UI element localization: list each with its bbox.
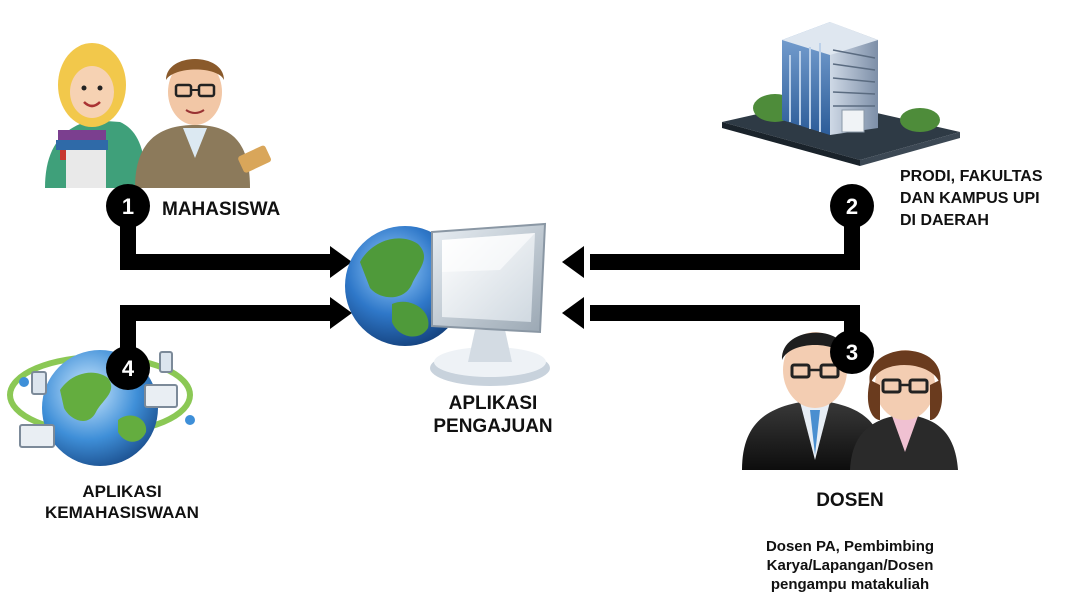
- kemahasiswaan-label: APLIKASI KEMAHASISWAAN: [22, 481, 222, 523]
- badge-3-number: 3: [846, 340, 858, 365]
- arrow-head-left-top: [562, 246, 584, 278]
- prodi-label-line-3: DI DAERAH: [900, 212, 989, 229]
- computer-globe-icon: [345, 222, 550, 386]
- dosen-label: DOSEN: [816, 490, 884, 511]
- dosen-description-line-3: pengampu matakuliah: [770, 576, 930, 593]
- dosen-description-line-2: Karya/Lapangan/Dosen: [766, 557, 934, 574]
- arrow-head-right-bottom: [330, 297, 352, 329]
- prodi-label-line-1: PRODI, FAKULTAS: [900, 168, 1043, 185]
- students-icon: [45, 43, 271, 188]
- dosen-description: Dosen PA, Pembimbing Karya/Lapangan/Dose…: [740, 537, 960, 594]
- building-icon: [722, 22, 960, 166]
- badge-4-number: 4: [122, 356, 135, 381]
- kemahasiswaan-label-line-2: KEMAHASISWAAN: [45, 503, 199, 522]
- prodi-label: PRODI, FAKULTAS DAN KAMPUS UPI DI DAERAH: [900, 166, 1043, 232]
- mahasiswa-label: MAHASISWA: [162, 199, 281, 220]
- dosen-description-line-1: Dosen PA, Pembimbing: [765, 538, 935, 555]
- arrow-head-left-bottom: [562, 297, 584, 329]
- badge-2: 2: [830, 184, 874, 228]
- center-label-line-1: APLIKASI: [448, 393, 538, 414]
- arrow-heads: [330, 246, 584, 329]
- prodi-label-line-2: DAN KAMPUS UPI: [900, 190, 1040, 207]
- arrow-head-right-top: [330, 246, 352, 278]
- badge-1-number: 1: [122, 194, 134, 219]
- center-label-line-2: PENGAJUAN: [433, 416, 553, 437]
- badge-3: 3: [830, 330, 874, 374]
- kemahasiswaan-label-line-1: APLIKASI: [82, 482, 162, 501]
- center-label: APLIKASI PENGAJUAN: [398, 392, 588, 438]
- badge-2-number: 2: [846, 194, 858, 219]
- badge-4: 4: [106, 346, 150, 390]
- network-globe-icon: [7, 350, 195, 466]
- connector-prodi: [590, 208, 860, 270]
- badge-1: 1: [106, 184, 150, 228]
